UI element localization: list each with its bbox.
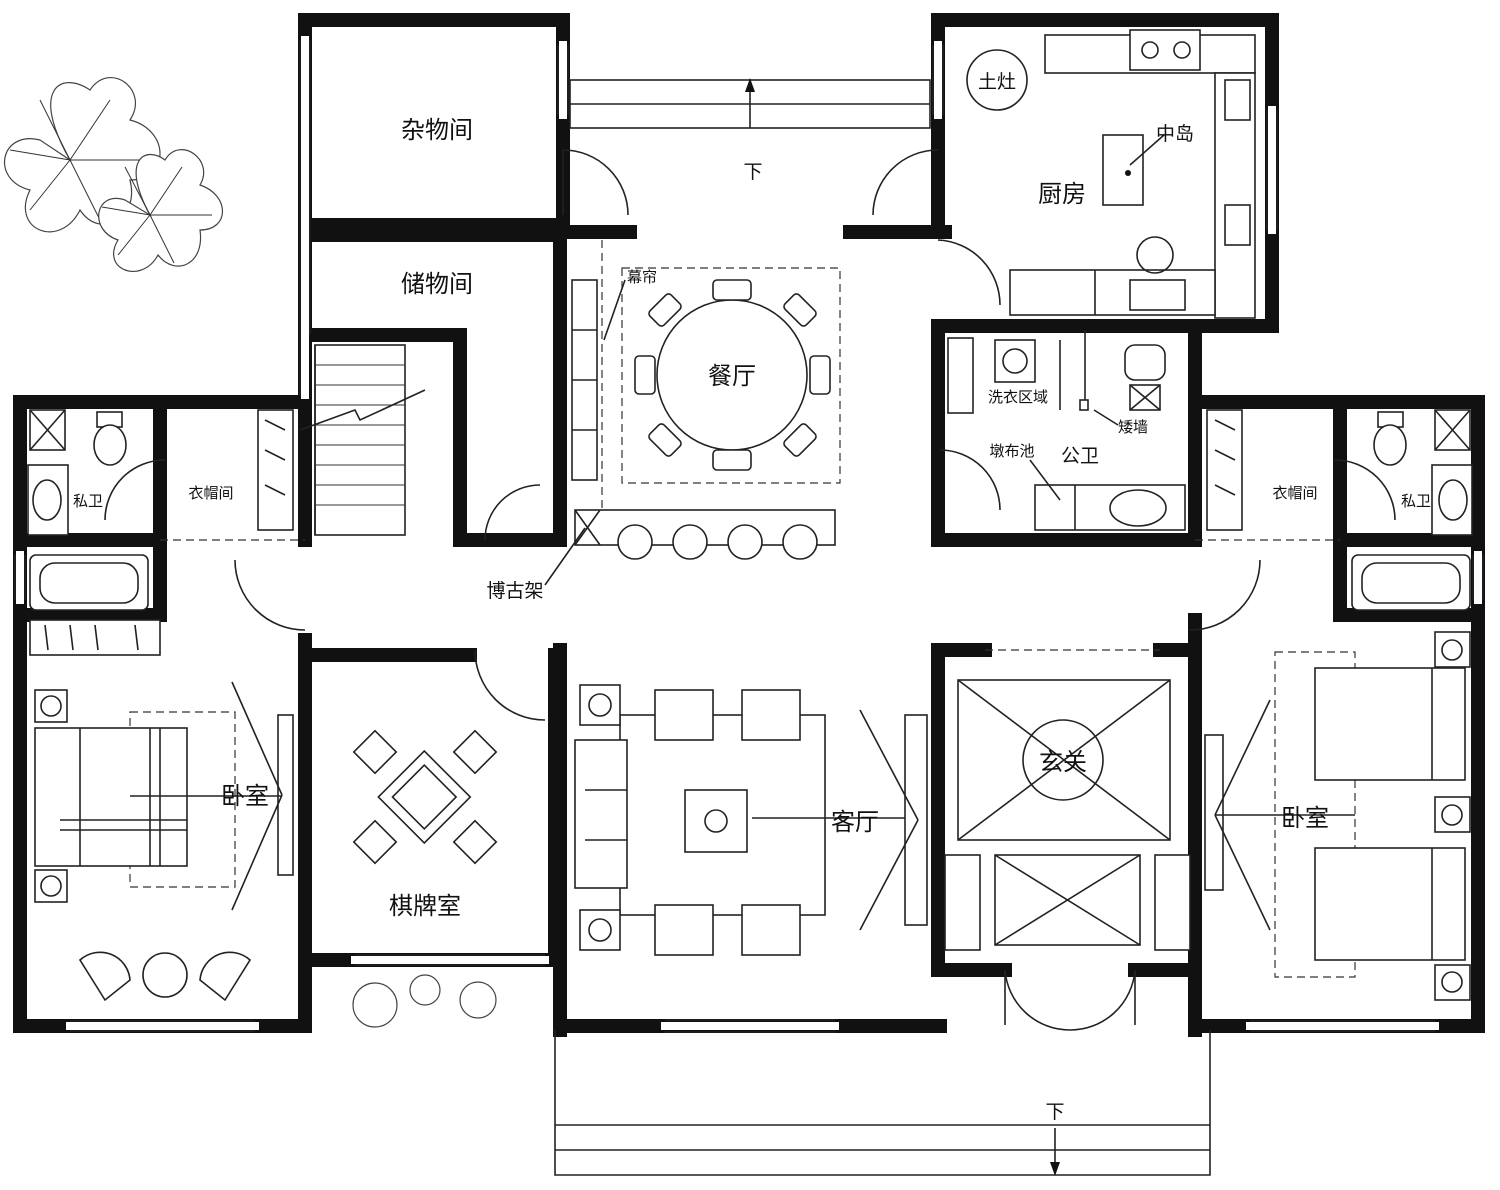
label-mop-pool: 墩布池 xyxy=(989,442,1034,460)
mahjong-fixtures xyxy=(352,729,498,1028)
label-low-wall: 矮墙 xyxy=(1118,418,1148,436)
left-bath-fixtures xyxy=(27,409,294,656)
label-utility-room: 杂物间 xyxy=(401,116,473,144)
label-storage-room: 储物间 xyxy=(401,270,473,298)
label-mahjong-room: 棋牌室 xyxy=(389,892,461,920)
label-laundry: 洗衣区域 xyxy=(988,388,1048,406)
label-bath-left: 私卫 xyxy=(73,492,103,510)
label-bath-right: 私卫 xyxy=(1401,492,1431,510)
label-bedroom-right: 卧室 xyxy=(1281,804,1329,832)
label-down-top: 下 xyxy=(743,161,762,183)
label-bedroom-left: 卧室 xyxy=(221,782,269,810)
label-public-bath: 公卫 xyxy=(1061,445,1099,467)
tree-foliage xyxy=(3,77,224,272)
label-closet-right: 衣帽间 xyxy=(1272,484,1317,502)
staircase xyxy=(299,344,426,536)
right-bedroom-fixtures xyxy=(1204,631,1471,1001)
right-bath-fixtures xyxy=(1206,409,1473,611)
label-stove: 土灶 xyxy=(978,71,1016,93)
foyer-fixtures xyxy=(944,649,1191,951)
label-down-bottom: 下 xyxy=(1045,1101,1064,1123)
front-terrace xyxy=(554,1030,1211,1176)
bath-fixtures xyxy=(947,330,1186,531)
label-living-room: 客厅 xyxy=(831,808,879,836)
left-bedroom-fixtures xyxy=(34,681,294,1002)
doors xyxy=(104,149,1396,1031)
dining-fixtures xyxy=(571,240,841,560)
label-foyer: 玄关 xyxy=(1039,748,1087,776)
label-dining: 餐厅 xyxy=(708,362,756,390)
living-fixtures xyxy=(574,684,928,956)
kitchen-fixtures xyxy=(966,29,1256,319)
back-terrace xyxy=(569,78,931,129)
leader-lines xyxy=(544,134,1165,586)
label-curio-shelf: 博古架 xyxy=(486,580,543,602)
label-closet-left: 衣帽间 xyxy=(188,484,233,502)
label-kitchen: 厨房 xyxy=(1038,180,1086,208)
label-island: 中岛 xyxy=(1156,123,1194,145)
labels: 杂物间 储物间 下 厨房 土灶 中岛 餐厅 幕帘 洗衣区域 矮墙 墩布池 公卫 … xyxy=(73,71,1431,1123)
label-curtain: 幕帘 xyxy=(627,268,657,286)
windows xyxy=(14,36,1484,1033)
